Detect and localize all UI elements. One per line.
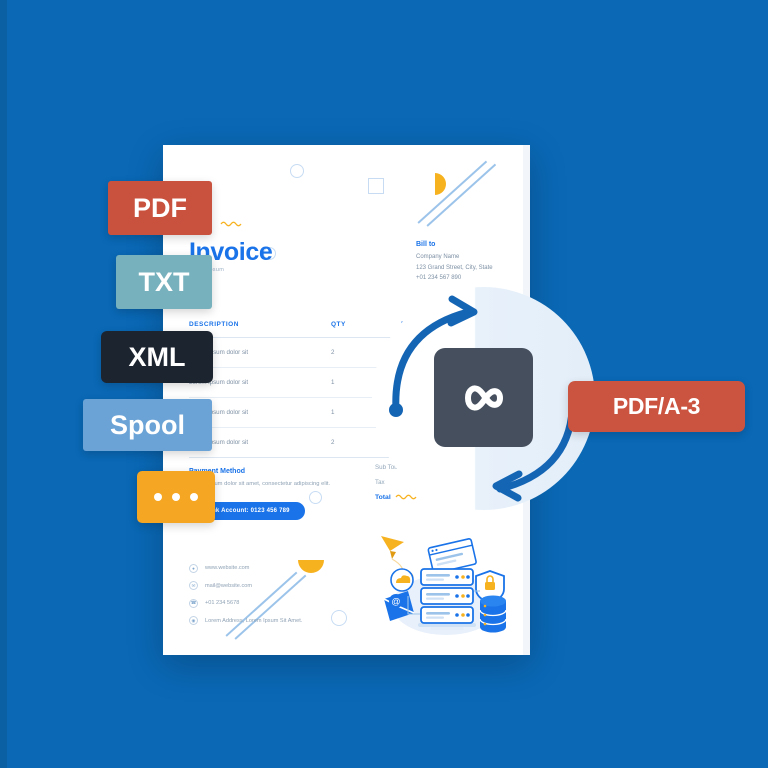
badge-more-formats[interactable] (137, 471, 215, 523)
left-edge-strip (0, 0, 7, 768)
decor-diagonal-line-1 (417, 160, 487, 224)
cell-description: Lorem ipsum dolor sit (189, 439, 249, 446)
svg-text:@: @ (391, 597, 400, 607)
decor-halfcircle-top (435, 173, 446, 195)
badge-pdf[interactable]: PDF (108, 181, 212, 235)
contact-phone: +01 234 5678 (205, 600, 240, 606)
phone-icon: ☎ (189, 598, 198, 608)
bill-to-phone: +01 234 567 890 (416, 275, 462, 281)
grand-total-label: Total (375, 494, 391, 501)
dot-3 (190, 493, 198, 501)
contact-row-website: ● www.website.com (189, 563, 349, 573)
subtotal-label: Sub Total (375, 464, 401, 471)
server-rack-icon (420, 568, 474, 624)
cell-description: Lorem ipsum dolor sit (189, 379, 249, 386)
dot-2 (172, 493, 180, 501)
contact-website: www.website.com (205, 565, 250, 571)
decor-diagonal-line-2 (426, 163, 496, 227)
infinity-icon-box (434, 348, 533, 447)
contact-row-phone: ☎ +01 234 5678 (189, 598, 349, 608)
contact-email: mail@website.com (205, 582, 253, 589)
tax-label: Tax (375, 479, 385, 486)
mail-icon: ✉ (189, 581, 198, 590)
cell-description: Lorem ipsum dolor sit (189, 409, 249, 416)
database-icon (479, 595, 507, 633)
infinity-icon (464, 384, 503, 411)
bill-to-heading: Bill to (416, 241, 436, 248)
badge-txt[interactable]: TXT (116, 255, 212, 309)
conversion-circle-badge (372, 287, 595, 510)
payment-method-block: Payment Method Lorem ipsum dolor sit ame… (189, 468, 364, 520)
cell-qty: 2 (331, 439, 335, 446)
contact-row-email: ✉ mail@website.com (189, 581, 349, 590)
badge-spool[interactable]: Spool (83, 399, 212, 451)
globe-icon: ● (189, 563, 198, 573)
bill-to-block: Bill to Company Name 123 Grand Street, C… (416, 241, 526, 284)
payment-method-text: Lorem ipsum dolor sit amet, consectetur … (189, 481, 331, 487)
cloud-icon (390, 568, 414, 592)
cell-description: Lorem ipsum dolor sit (189, 349, 249, 356)
dot-1 (154, 493, 162, 501)
column-header-qty: QTY (331, 321, 346, 328)
decor-squiggle-top (220, 221, 242, 227)
paper-plane-icon (381, 536, 404, 559)
cell-qty: 2 (331, 349, 335, 356)
contact-row-address: ◉ Lorem Address, Lorem Ipsum Sit Amet. (189, 616, 349, 625)
location-icon: ◉ (189, 616, 198, 625)
payment-method-heading: Payment Method (189, 468, 246, 475)
badge-xml[interactable]: XML (101, 331, 213, 383)
bill-to-company: Company Name (416, 254, 460, 260)
bank-account-button[interactable]: Bank Account: 0123 456 789 (189, 501, 305, 520)
envelope-icon: @ (383, 591, 415, 621)
column-header-description: DESCRIPTION (189, 321, 239, 328)
badge-pdf-a3[interactable]: PDF/A-3 (568, 381, 745, 432)
bill-to-address: 123 Grand Street, City, State (416, 264, 493, 271)
browser-window-icon (427, 538, 477, 574)
server-infrastructure-illustration: @ (381, 536, 507, 635)
decor-circle-1 (290, 164, 304, 178)
contact-info-block: ● www.website.com ✉ mail@website.com ☎ +… (189, 563, 349, 634)
contact-address: Lorem Address, Lorem Ipsum Sit Amet. (205, 617, 303, 624)
cell-qty: 1 (331, 409, 335, 416)
decor-square (368, 178, 384, 194)
cell-qty: 1 (331, 379, 335, 386)
